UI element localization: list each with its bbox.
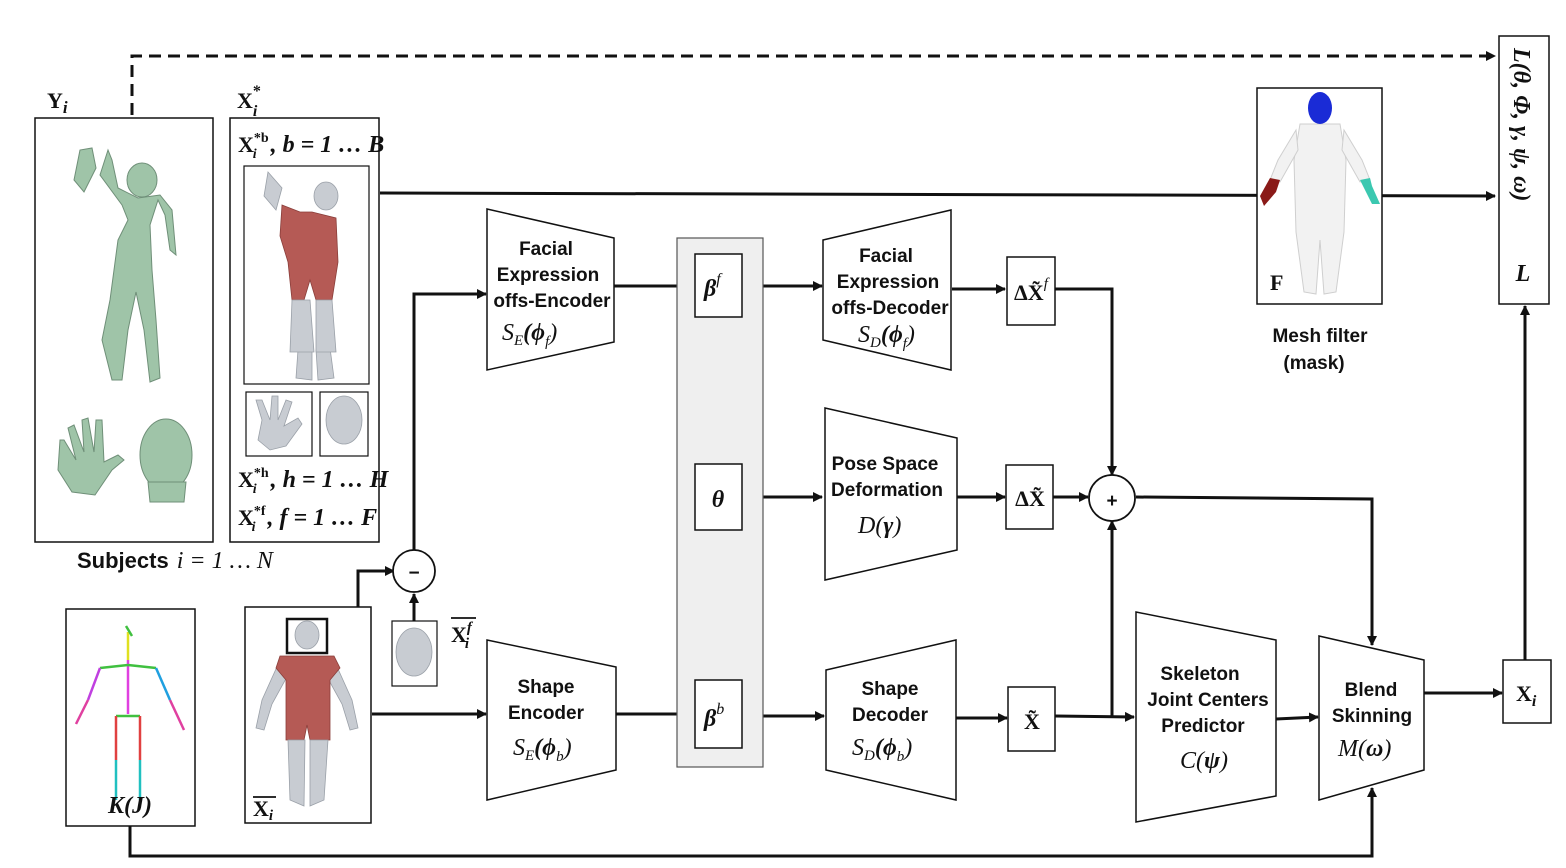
svg-text:βb: βb xyxy=(703,701,724,732)
scan-panel xyxy=(34,117,214,543)
mask-left-hand-region xyxy=(1260,178,1280,206)
svg-text:Pose Space: Pose Space xyxy=(832,454,939,475)
svg-text:SE(ϕf): SE(ϕf) xyxy=(502,320,557,350)
svg-text:Decoder: Decoder xyxy=(852,705,929,726)
theta-box: θ xyxy=(694,463,743,531)
svg-text:Encoder: Encoder xyxy=(508,703,585,724)
x-tilde-box: X̃ xyxy=(1007,686,1056,752)
svg-text:L: L xyxy=(1515,261,1531,287)
mesh-filter-caption-line1: Mesh filter xyxy=(1272,326,1368,347)
svg-text:θ: θ xyxy=(712,487,725,513)
svg-text:Facial: Facial xyxy=(859,246,913,267)
beta-f-box: βf xyxy=(694,253,743,318)
face-encoder-module: Facial Expression offs-Encoder SE(ϕf) xyxy=(486,208,615,371)
joint-to-blend-arrow xyxy=(1275,712,1319,723)
svg-text:Xi: Xi xyxy=(253,796,274,824)
template-face-crop-box xyxy=(285,617,329,655)
scan-body-figure xyxy=(73,147,177,383)
skeleton-panel: K(J) xyxy=(65,608,196,827)
output-box: Xi xyxy=(1502,659,1552,724)
beta-b-box: βb xyxy=(694,679,743,749)
svg-text:Blend: Blend xyxy=(1345,680,1398,701)
x-tilde-to-joint-arrow xyxy=(1054,711,1135,722)
plus-to-blend-arrow xyxy=(1135,495,1377,646)
scan-head-figure xyxy=(139,418,193,503)
svg-text:Facial: Facial xyxy=(519,239,573,260)
svg-text:M(ω): M(ω) xyxy=(1337,736,1391,762)
svg-text:Expression: Expression xyxy=(497,265,599,286)
joint-predictor-module: Skeleton Joint Centers Predictor C(ψ) xyxy=(1135,611,1277,823)
svg-text:Yi: Yi xyxy=(47,88,68,117)
connectors xyxy=(128,51,1530,858)
skeleton-figure xyxy=(74,625,186,800)
template-panel: Xi xyxy=(244,606,372,824)
svg-text:Xfi: Xfi xyxy=(451,620,474,652)
svg-text:Predictor: Predictor xyxy=(1161,716,1245,737)
mask-right-hand-region xyxy=(1360,178,1380,204)
svg-text:Xi: Xi xyxy=(1516,681,1537,710)
template-face-image xyxy=(391,620,438,687)
pose-deformation-module: Pose Space Deformation D(γ) xyxy=(824,407,958,581)
delta-f-to-plus-arrow xyxy=(1055,287,1117,476)
svg-text:K(J): K(J) xyxy=(107,793,152,819)
dashed-loss-arrow xyxy=(130,51,1496,115)
svg-text:Shape: Shape xyxy=(861,679,918,700)
svg-text:SD(ϕb): SD(ϕb) xyxy=(852,735,912,765)
svg-text:Skinning: Skinning xyxy=(1332,706,1412,727)
mesh-filter-caption-line2: (mask) xyxy=(1283,353,1344,374)
svg-text:Expression: Expression xyxy=(837,272,939,293)
svg-text:ΔX̃: ΔX̃ xyxy=(1015,486,1045,511)
shape-decoder-module: Shape Decoder SD(ϕb) xyxy=(825,639,957,801)
svg-text:Skeleton: Skeleton xyxy=(1160,664,1239,685)
template-clothing-region xyxy=(275,655,341,741)
scan-hand-figure xyxy=(57,417,125,496)
svg-text:C(ψ): C(ψ) xyxy=(1180,748,1228,774)
skeleton-to-blend-arrow xyxy=(128,787,1377,858)
svg-text:X*fi, f = 1 … F: X*fi, f = 1 … F xyxy=(238,504,377,535)
svg-text:ΔX̃f: ΔX̃f xyxy=(1014,276,1050,305)
svg-text:+: + xyxy=(1106,491,1117,512)
minus-operator: − xyxy=(392,549,436,593)
svg-text:X*hi, h = 1 … H: X*hi, h = 1 … H xyxy=(238,466,390,497)
mesh-filter-panel: F xyxy=(1256,87,1383,305)
blend-skinning-module: Blend Skinning M(ω) xyxy=(1318,635,1425,801)
svg-text:−: − xyxy=(408,563,419,584)
scan-label: Yi xyxy=(47,88,68,117)
svg-text:offs-Encoder: offs-Encoder xyxy=(493,291,611,312)
face-decoder-module: Facial Expression offs-Decoder SD(ϕf) xyxy=(822,209,952,371)
svg-text:X*i: X*i xyxy=(237,83,261,120)
template-body-figure xyxy=(255,620,359,807)
minus-to-face-encoder-arrow xyxy=(412,289,487,552)
svg-text:L(θ, Φ, γ, ψ, ω): L(θ, Φ, γ, ψ, ω) xyxy=(1508,47,1534,201)
svg-text:Deformation: Deformation xyxy=(831,480,943,501)
svg-text:D(γ): D(γ) xyxy=(857,513,901,539)
svg-text:offs-Decoder: offs-Decoder xyxy=(831,298,949,319)
mask-head-region xyxy=(1308,92,1332,124)
registered-head-figure xyxy=(325,395,363,445)
delta-f-box: ΔX̃f xyxy=(1006,256,1056,326)
shape-encoder-module: Shape Encoder SE(ϕb) xyxy=(486,639,617,801)
svg-text:βf: βf xyxy=(703,271,723,302)
svg-text:Shape: Shape xyxy=(517,677,574,698)
svg-text:F: F xyxy=(1270,270,1283,295)
registered-hand-figure xyxy=(255,395,303,451)
delta-box: ΔX̃ xyxy=(1005,464,1054,530)
plus-operator: + xyxy=(1088,474,1136,522)
loss-box: L(θ, Φ, γ, ψ, ω) L xyxy=(1498,35,1550,305)
svg-text:SD(ϕf): SD(ϕf) xyxy=(858,322,915,352)
registered-body-figure xyxy=(263,171,339,381)
svg-text:SE(ϕb): SE(ϕb) xyxy=(513,735,572,765)
mesh-filter-figure xyxy=(1260,92,1380,295)
svg-text:X̃: X̃ xyxy=(1024,709,1040,734)
svg-text:Joint Centers: Joint Centers xyxy=(1147,690,1268,711)
svg-text:X*bi, b = 1 … B: X*bi, b = 1 … B xyxy=(238,131,384,162)
